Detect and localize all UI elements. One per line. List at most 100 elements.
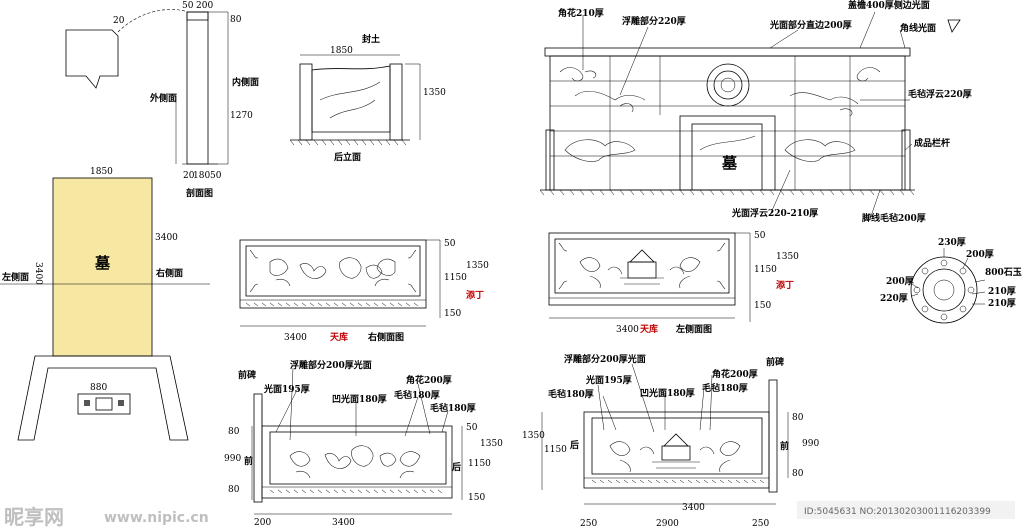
right-dim-50: 50 xyxy=(444,239,456,249)
front-cap-eave xyxy=(544,47,911,57)
profile-dim-1270: 1270 xyxy=(230,111,253,121)
inner-left-dim-80b: 80 xyxy=(792,469,804,479)
inner-left-stele-label: 前碑 xyxy=(766,356,784,368)
left-pagoda xyxy=(629,249,655,263)
profile-dim-20a: 20 xyxy=(113,16,125,26)
profile-dim-180: 180 xyxy=(193,171,210,181)
inner-right-dim-80a: 80 xyxy=(228,427,240,437)
inner-right-stele-label: 前碑 xyxy=(238,369,256,381)
watermark-id: ID:5045631 NO:20130203001116203399 xyxy=(804,507,991,517)
left-dim-50: 50 xyxy=(754,231,766,241)
right-dim-width: 3400 xyxy=(284,333,307,343)
inner-right-dim-1150: 1150 xyxy=(468,459,491,469)
front-relief-label: 浮雕部分220厚 xyxy=(622,15,686,27)
inner-left-plain-label: 光面195厚 xyxy=(585,374,632,386)
disc-210a-label: 210厚 xyxy=(988,286,1016,297)
watermark-brand: 昵享网 xyxy=(4,505,64,529)
rear-dim-height: 1350 xyxy=(423,88,446,98)
inner-right-felt-label: 毛毡180厚 xyxy=(394,389,440,401)
profile-dim-200: 200 xyxy=(196,1,213,11)
left-side-panel xyxy=(548,232,736,306)
inner-left-dim-80a: 80 xyxy=(792,413,804,423)
disc-220-label: 220厚 xyxy=(880,293,908,304)
front-rail-label: 成品栏杆 xyxy=(914,137,950,149)
disc-stone-label: 800石玉 xyxy=(985,267,1022,278)
rear-mound-label: 封土 xyxy=(362,33,380,45)
left-caption: 左侧面图 xyxy=(675,323,712,335)
right-caption: 右侧面图 xyxy=(367,331,404,343)
profile-caption: 剖面图 xyxy=(186,187,213,199)
profile-outer-label: 外侧面 xyxy=(149,92,177,104)
inner-right-dim-80b: 80 xyxy=(228,485,240,495)
front-cap-label: 盖檐400厚侧边光面 xyxy=(848,0,930,11)
disc-230-label: 230厚 xyxy=(938,237,966,248)
inner-left-front-label: 前 xyxy=(780,440,789,452)
inner-left-dim-250a: 250 xyxy=(580,519,597,529)
front-elevation: 墓 角花210厚 浮雕部分220厚 光面部分直边200厚 盖檐400厚侧边光面 … xyxy=(539,0,972,224)
plan-dim-base: 880 xyxy=(90,383,107,393)
inner-left-corner-label: 角花200厚 xyxy=(712,368,758,380)
front-plain-label: 光面部分直边200厚 xyxy=(769,19,852,31)
left-dim-1150: 1150 xyxy=(754,265,777,275)
front-grave-label: 墓 xyxy=(721,154,738,172)
right-add-label: 添丁 xyxy=(466,289,484,301)
disc-detail: 230厚 200厚 800石玉 200厚 220厚 210厚 210厚 xyxy=(880,237,1022,324)
inner-right-dim-990: 990 xyxy=(224,454,241,464)
front-foot-label: 脚线毛毡200厚 xyxy=(862,212,926,224)
plan-surround xyxy=(17,355,189,441)
inner-left-dim-250b: 250 xyxy=(752,519,769,529)
right-dim-150: 150 xyxy=(444,309,461,319)
inner-right-relief-label: 浮雕部分200厚光面 xyxy=(290,359,372,371)
inner-right-dim-200: 200 xyxy=(254,518,271,528)
inner-left-back-label: 后 xyxy=(570,439,579,451)
profile-leader xyxy=(117,9,189,33)
profile-dim-80: 80 xyxy=(230,15,242,25)
profile-inner-label: 内侧面 xyxy=(232,76,259,88)
left-side-elevation: 50 1350 1150 添丁 150 3400 天库 左侧面图 xyxy=(548,231,799,335)
inner-left-stele xyxy=(768,379,778,493)
inner-right-felt2-label: 毛毡180厚 xyxy=(430,402,476,414)
inner-left-dim-990: 990 xyxy=(802,439,819,449)
plan-dim-left: 3400 xyxy=(33,262,43,285)
left-dim-1350: 1350 xyxy=(776,252,799,262)
plan-right-label: 右侧面 xyxy=(155,267,183,279)
profile-cap xyxy=(186,11,209,21)
inner-right-plain-label: 光面195厚 xyxy=(263,383,310,395)
inner-right-front-label: 前 xyxy=(244,455,253,467)
inner-left-elevation: 浮雕部分200厚光面 前碑 光面195厚 毛毡180厚 凹光面180厚 角花20… xyxy=(522,353,819,529)
inner-left-dim-3400: 3400 xyxy=(682,503,705,513)
section-mark-icon xyxy=(947,19,961,33)
inner-left-felt-label: 毛毡180厚 xyxy=(548,388,594,400)
profile-dim-50: 50 xyxy=(182,1,194,11)
plan-grave-area xyxy=(52,177,153,357)
right-dim-1150: 1150 xyxy=(444,273,467,283)
profile-dim-50b: 50 xyxy=(210,171,222,181)
front-corner-label: 角花210厚 xyxy=(558,7,604,19)
inner-right-dim-3400: 3400 xyxy=(332,518,355,528)
plan-dim-width: 1850 xyxy=(90,167,113,177)
inner-left-dim-1350: 1350 xyxy=(522,431,545,441)
plan-left-label: 左侧面 xyxy=(1,271,29,283)
right-side-elevation: 50 1350 1150 添丁 150 3400 天库 右侧面图 xyxy=(239,239,489,343)
inner-right-dim-50: 50 xyxy=(466,423,478,433)
front-grave-tablet xyxy=(679,115,776,191)
front-cloud-right-label: 毛毡浮云220厚 xyxy=(908,88,972,100)
rear-stone-panel xyxy=(311,65,391,133)
front-medallion xyxy=(706,63,750,107)
watermark-url: www.nipic.cn xyxy=(104,510,209,526)
rear-caption: 后立面 xyxy=(334,151,361,163)
left-dim-150: 150 xyxy=(754,301,771,311)
right-dim-1350: 1350 xyxy=(466,261,489,271)
plan-dim-right: 3400 xyxy=(155,233,178,243)
inner-right-stele xyxy=(253,393,263,503)
inner-left-pagoda xyxy=(663,433,689,447)
inner-right-elevation: 前碑 光面195厚 浮雕部分200厚光面 凹光面180厚 角花200厚 毛毡18… xyxy=(224,359,503,528)
left-dim-width: 3400 xyxy=(616,325,639,335)
inner-right-back-label: 后 xyxy=(452,461,461,473)
right-sky-label: 天库 xyxy=(330,331,348,343)
rear-dim-width: 1850 xyxy=(330,46,353,56)
inner-left-dim-1150: 1150 xyxy=(544,445,567,455)
inner-left-felt2-label: 毛毡180厚 xyxy=(702,382,748,394)
disc-210b-label: 210厚 xyxy=(988,298,1016,309)
